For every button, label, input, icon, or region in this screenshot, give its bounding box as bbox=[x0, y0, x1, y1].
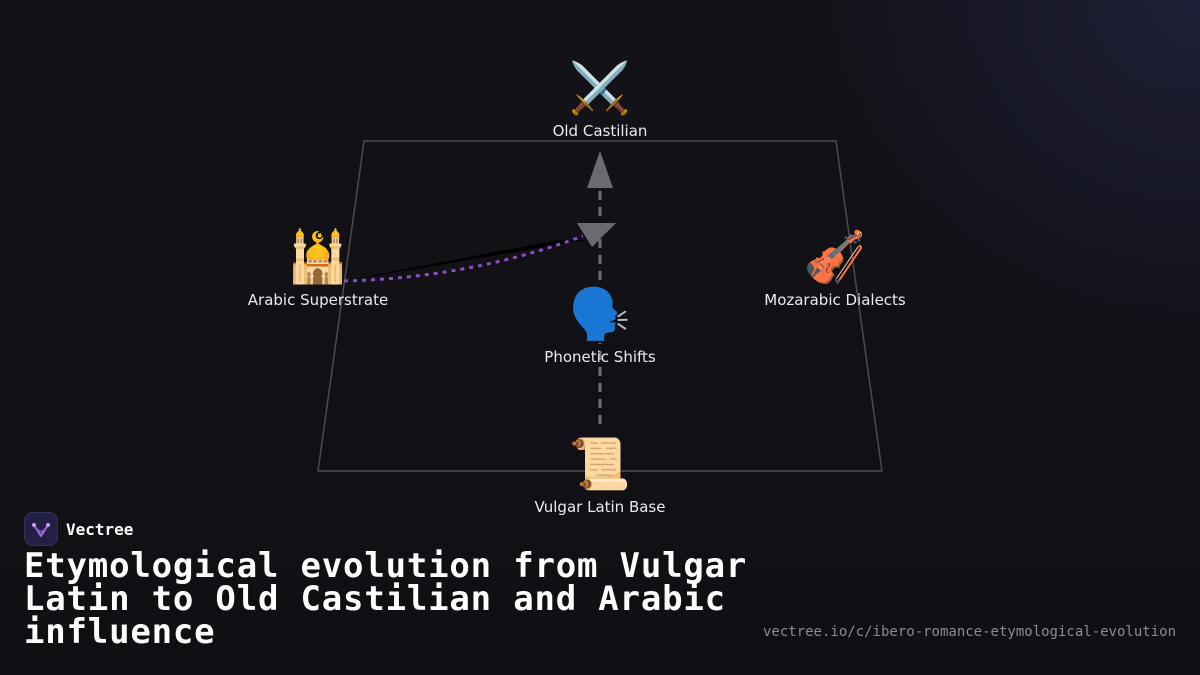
source-url[interactable]: vectree.io/c/ibero-romance-etymological-… bbox=[762, 624, 1176, 640]
arrowhead-phonetic-shifts bbox=[577, 223, 616, 247]
vectree-logo-mark bbox=[32, 523, 50, 537]
node-old-castilian[interactable]: ⚔️ Old Castilian bbox=[553, 60, 648, 140]
node-backdrop bbox=[560, 283, 640, 343]
vectree-logo-icon bbox=[24, 512, 58, 546]
region-outline bbox=[317, 140, 883, 472]
arabic-influence-wedge bbox=[344, 240, 586, 281]
node-label: Arabic Superstrate bbox=[247, 291, 389, 309]
node-vulgar-latin-base[interactable]: 📜 Vulgar Latin Base bbox=[535, 436, 666, 516]
violin-icon: 🎻 bbox=[803, 228, 867, 286]
brand[interactable]: Vectree bbox=[24, 512, 133, 546]
mosque-icon: 🕌 bbox=[286, 228, 350, 286]
node-arabic-superstrate[interactable]: 🕌 Arabic Superstrate bbox=[248, 229, 388, 309]
node-label: Old Castilian bbox=[552, 122, 648, 140]
node-label: Vulgar Latin Base bbox=[534, 498, 666, 516]
scroll-icon: 📜 bbox=[568, 435, 632, 493]
node-label: Mozarabic Dialects bbox=[764, 291, 906, 309]
page-title: Etymological evolution from Vulgar Latin… bbox=[24, 546, 748, 652]
brand-name: Vectree bbox=[66, 519, 134, 539]
node-phonetic-shifts[interactable]: 🗣️ Phonetic Shifts bbox=[544, 286, 655, 366]
node-label: Phonetic Shifts bbox=[544, 348, 656, 366]
arrowhead-old-castilian bbox=[587, 151, 613, 188]
node-mozarabic-dialects[interactable]: 🎻 Mozarabic Dialects bbox=[764, 229, 906, 309]
speaking-head-icon: 🗣️ bbox=[568, 285, 632, 343]
crossed-swords-icon: ⚔️ bbox=[568, 59, 632, 117]
